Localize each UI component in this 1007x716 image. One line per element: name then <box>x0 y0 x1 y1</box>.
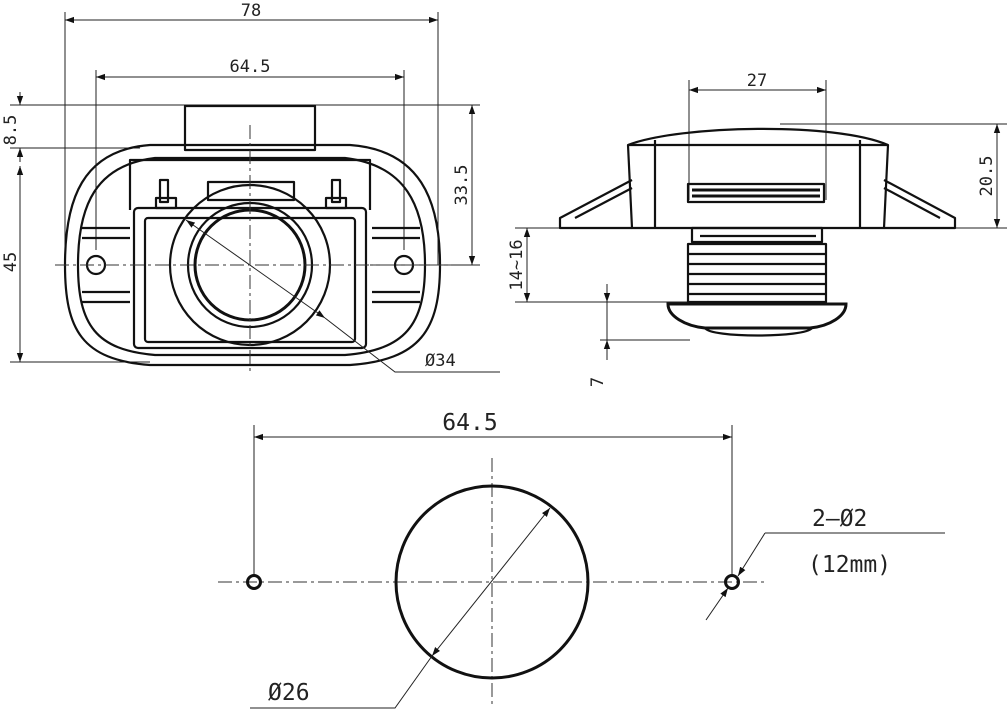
dim-cap-height: 20.5 <box>977 156 997 197</box>
cutout-screw-hole-right <box>724 574 740 590</box>
dim-flange: 7 <box>588 377 608 387</box>
cutout-view: 64.5 Ø26 2–Ø2 (12mm) <box>218 410 945 709</box>
dim-hole-spacing: 64.5 <box>230 57 271 77</box>
dim-cutout-diameter: Ø26 <box>268 680 310 706</box>
dim-screw-note: (12mm) <box>808 552 891 578</box>
side-view: 27 20.5 14~16 7 <box>507 71 1007 387</box>
dim-top-offset: 8.5 <box>1 115 21 146</box>
front-view: 78 64.5 8.5 45 33.5 <box>1 1 500 375</box>
dim-thread-range: 14~16 <box>507 239 527 290</box>
dim-screw-holes: 2–Ø2 <box>812 506 867 532</box>
dim-cap-width: 27 <box>747 71 767 91</box>
cutout-circle <box>394 484 590 680</box>
dim-cutout-hole-spacing: 64.5 <box>442 410 497 436</box>
dim-overall-width: 78 <box>241 1 261 21</box>
dim-height: 45 <box>1 252 21 272</box>
dim-body-height: 33.5 <box>452 165 472 206</box>
dim-button-diameter: Ø34 <box>425 351 456 371</box>
cutout-screw-hole-left <box>246 574 262 590</box>
